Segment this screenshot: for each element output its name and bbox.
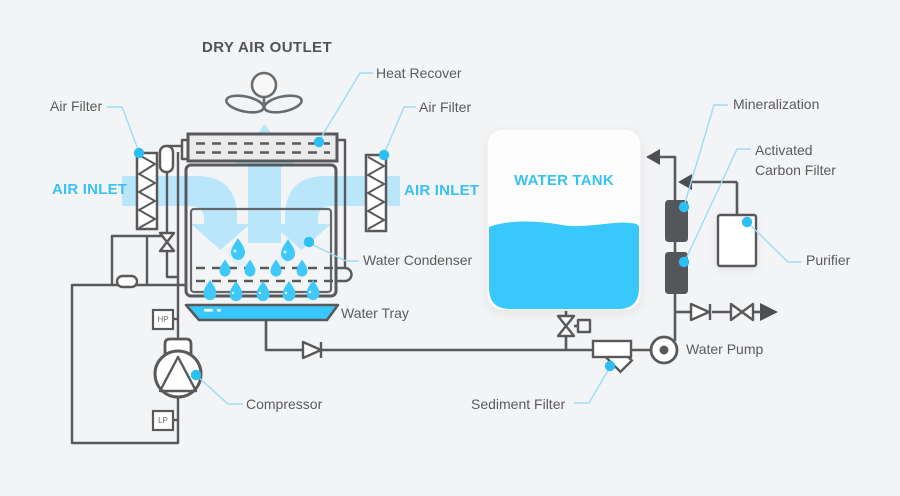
sediment-filter-symbol — [591, 339, 634, 374]
dry-air-outlet-label: DRY AIR OUTLET — [201, 39, 333, 56]
hp-gauge-label: HP — [157, 315, 169, 324]
drain-check-valve — [301, 340, 323, 360]
water-piping — [264, 155, 760, 352]
air-filter-right-symbol — [364, 153, 388, 233]
refrigerant-piping — [70, 138, 353, 445]
capillary-component — [115, 274, 139, 289]
condenser-coil — [196, 266, 336, 283]
tank-valve — [556, 314, 592, 338]
flow-arrows — [646, 149, 778, 321]
air-filter-left-label: Air Filter — [50, 98, 103, 114]
lp-gauge-box — [151, 409, 175, 432]
mineralization-label: Mineralization — [733, 96, 820, 112]
leader-lines — [107, 72, 801, 405]
air-filter-right-label: Air Filter — [419, 99, 472, 115]
expansion-valve — [158, 231, 176, 253]
air-inlet-left-label: AIR INLET — [52, 181, 128, 198]
hp-gauge-box — [151, 308, 175, 331]
water-condenser-label: Water Condenser — [363, 252, 473, 268]
outlet-valve-check — [689, 302, 712, 322]
outlet-valve-gate — [729, 302, 755, 322]
water-tank-label: WATER TANK — [514, 172, 614, 189]
air-inlet-right-label: AIR INLET — [404, 182, 480, 199]
compressor-label: Compressor — [246, 396, 323, 412]
purifier-label: Purifier — [806, 252, 851, 268]
purifier-box — [716, 213, 758, 268]
heat-recover-label: Heat Recover — [376, 65, 462, 81]
water-pump-label: Water Pump — [686, 341, 764, 357]
air-filter-left-symbol — [135, 151, 159, 231]
sediment-filter-label: Sediment Filter — [471, 396, 566, 412]
receiver-drier — [158, 144, 175, 174]
water-tray-shape — [184, 303, 340, 322]
lp-gauge-label: LP — [158, 416, 168, 425]
water-tank-shape — [486, 128, 642, 311]
callout-dots — [133, 136, 753, 381]
droplet-highlights — [231, 249, 312, 295]
water-tray-label: Water Tray — [341, 305, 409, 321]
water-pump-symbol — [649, 335, 679, 365]
compressor-symbol — [153, 337, 203, 399]
activated-carbon-filter-label: Activated Carbon Filter — [755, 142, 836, 179]
fan-icon — [225, 71, 303, 114]
heat-recover-bar — [186, 132, 339, 163]
